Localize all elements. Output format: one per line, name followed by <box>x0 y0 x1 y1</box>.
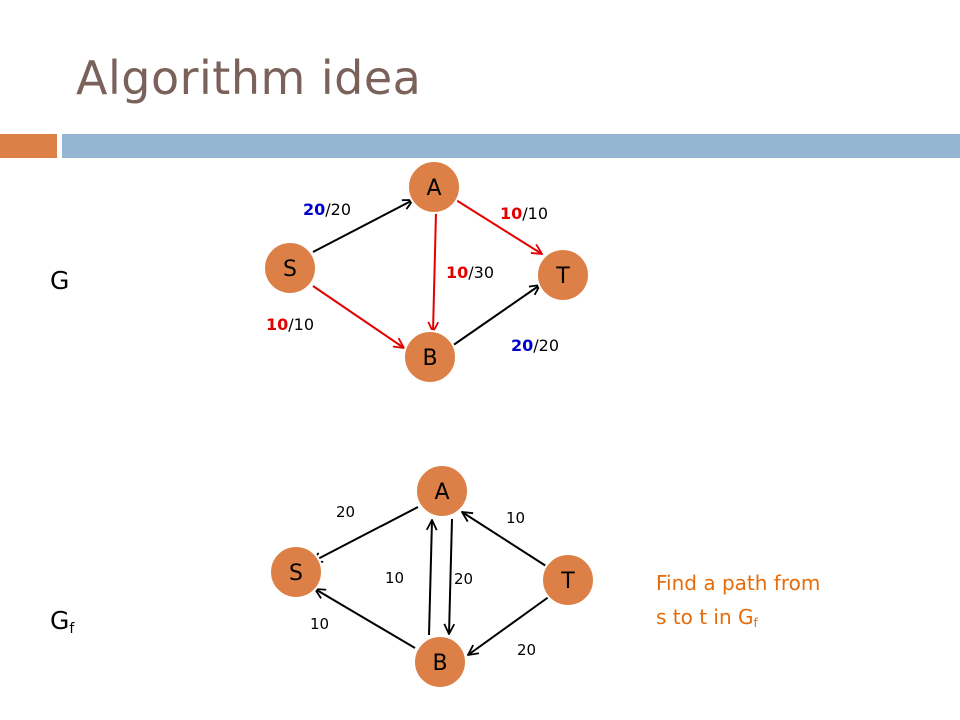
edge-label-g-s-a: 20/20 <box>303 200 351 219</box>
flow-value: 20 <box>303 200 325 219</box>
node-gf-a <box>415 464 469 518</box>
edge-label-g-b-t: 20/20 <box>511 336 559 355</box>
node-g-a <box>407 160 461 214</box>
capacity-value: /20 <box>325 200 351 219</box>
edge-label-gf-b-s: 10 <box>310 615 329 633</box>
edge-g-s-b <box>312 285 404 348</box>
node-gf-s <box>269 545 323 599</box>
capacity-value: /20 <box>533 336 559 355</box>
node-gf-a-label: A <box>434 480 449 505</box>
edge-label-gf-a-s: 20 <box>336 503 355 521</box>
graph-g: S A T B 20/20 10/10 10/30 10/10 20/20 <box>263 160 590 384</box>
edge-gf-t-a <box>462 512 547 567</box>
edge-gf-b-a <box>429 520 432 636</box>
node-g-b-label: B <box>422 346 437 371</box>
flow-value: 10 <box>266 315 288 334</box>
capacity-value: /30 <box>468 263 494 282</box>
node-g-t <box>536 248 590 302</box>
title-accent-bar-blue <box>62 134 960 158</box>
capacity-value: /10 <box>522 204 548 223</box>
node-gf-b-label: B <box>432 651 447 676</box>
edge-label-g-a-b: 10/30 <box>446 263 494 282</box>
graph-gf-label-subscript: f <box>69 621 75 637</box>
node-g-b <box>403 330 457 384</box>
edge-label-gf-b-a: 10 <box>385 569 404 587</box>
instruction-note-line-1: Find a path from <box>656 571 821 595</box>
instruction-note-line-2: s to t in G <box>656 605 754 629</box>
instruction-note: Find a path from s to t in Gf <box>656 566 820 640</box>
edge-g-b-t <box>451 285 540 347</box>
node-gf-t <box>541 553 595 607</box>
edge-gf-t-b <box>468 595 551 655</box>
edge-label-g-s-b: 10/10 <box>266 315 314 334</box>
graph-gf: S A T B 20 10 10 20 10 20 <box>269 464 595 689</box>
edge-label-gf-t-a: 10 <box>506 509 525 527</box>
node-gf-t-label: T <box>560 569 575 594</box>
edge-label-gf-t-b: 20 <box>517 641 536 659</box>
flow-value: 20 <box>511 336 533 355</box>
capacity-value: /10 <box>288 315 314 334</box>
graph-gf-label: Gf <box>50 606 74 637</box>
edge-gf-a-b <box>449 518 452 634</box>
node-g-a-label: A <box>426 176 441 201</box>
node-g-t-label: T <box>555 264 570 289</box>
node-gf-s-label: S <box>289 561 303 586</box>
edge-label-gf-a-b: 20 <box>454 570 473 588</box>
edge-g-a-b <box>433 211 436 332</box>
graph-gf-label-main: G <box>50 606 70 635</box>
node-g-s-label: S <box>283 257 297 282</box>
edge-g-a-t <box>455 199 542 254</box>
flow-value: 10 <box>500 204 522 223</box>
edge-gf-a-s <box>312 506 419 562</box>
flow-value: 10 <box>446 263 468 282</box>
title-accent-bar-orange <box>0 134 57 158</box>
edge-gf-b-s <box>315 589 416 649</box>
edge-g-s-a <box>312 200 413 253</box>
node-g-s <box>263 241 317 295</box>
node-gf-b <box>413 635 467 689</box>
instruction-note-subscript: f <box>753 616 758 630</box>
edge-label-g-a-t: 10/10 <box>500 204 548 223</box>
slide-title: Algorithm idea <box>76 51 422 105</box>
graph-g-label: G <box>50 266 70 295</box>
